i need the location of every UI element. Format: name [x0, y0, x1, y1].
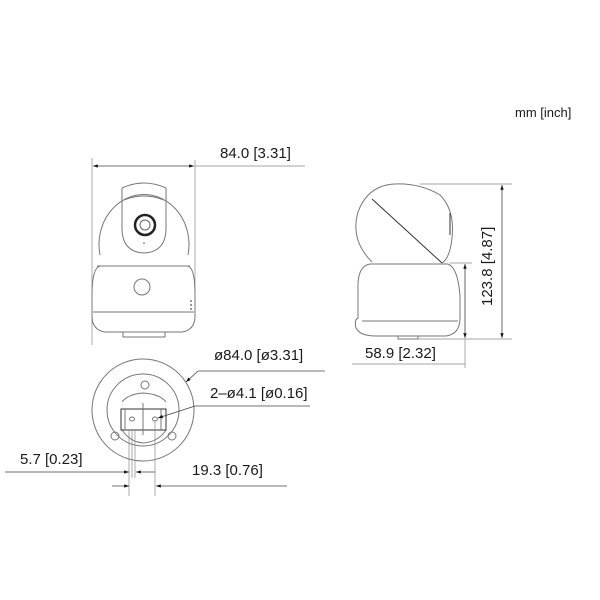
- screw-hole-left: [110, 431, 120, 441]
- bottom-outer-circle: [91, 358, 195, 462]
- side-base-outline: [354, 263, 461, 337]
- mount-hole-left: [129, 416, 135, 422]
- screw-hole-top: [140, 380, 150, 390]
- base-outline: [91, 265, 196, 333]
- head-outline: [98, 194, 190, 256]
- side-head-outline: [355, 183, 453, 264]
- height-dimension-label: 123.8 [4.87]: [479, 227, 496, 306]
- button-icon: [133, 278, 151, 296]
- holes-dimension-label: 2–ø4.1 [ø0.16]: [210, 385, 308, 402]
- lens-icon: [133, 213, 157, 237]
- side-view: 123.8 [4.87] 58.9 [2.32]: [352, 183, 512, 368]
- screw-hole-right: [167, 431, 177, 441]
- bottom-view: ø84.0 [ø3.31] 2–ø4.1 [ø0.16] 5.7 [0.23] …: [5, 347, 325, 496]
- base-height-dimension-label: 58.9 [2.32]: [365, 345, 436, 362]
- spacing-dimension-label: 19.3 [0.76]: [192, 462, 263, 479]
- front-view: 84.0 [3.31]: [91, 145, 305, 345]
- offset-dimension-label: 5.7 [0.23]: [20, 451, 83, 468]
- diameter-dimension-label: ø84.0 [ø3.31]: [214, 347, 303, 364]
- units-label: mm [inch]: [515, 105, 571, 120]
- width-dimension-label: 84.0 [3.31]: [220, 145, 291, 162]
